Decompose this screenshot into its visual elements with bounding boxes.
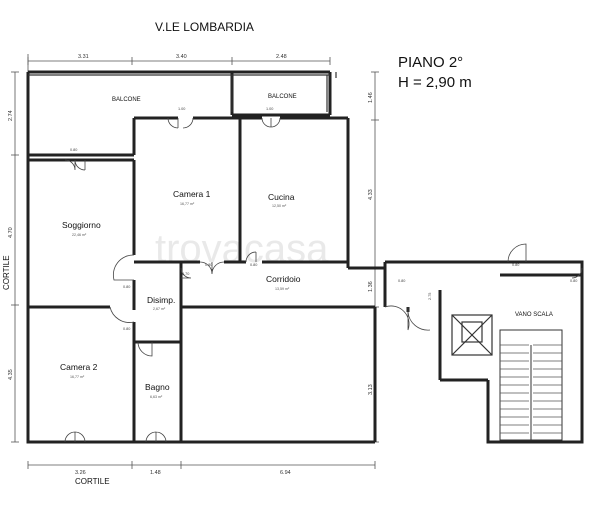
room-disimpegno-area: 2,67 m² [153,307,166,311]
opening-label-9: 0.80 [398,279,405,283]
dim-right-4: 3.13 [368,384,374,395]
room-corridoio-area: 13,59 m² [275,287,290,291]
dim-left-1: 2.74 [8,110,14,121]
room-balcone-left: BALCONE [112,97,141,103]
lift-shaft [451,314,493,356]
bottom-dimension-line: 3.26 1.48 6.94 [27,461,376,476]
dim-top-1: 3.31 [78,54,89,60]
room-camera-1: Camera 1 [173,189,211,199]
opening-label-8: 0.70 [182,272,189,276]
street-name: V.LE LOMBARDIA [155,20,254,34]
dim-bottom-2: 1.48 [150,470,161,476]
dim-right-3: 1.36 [368,281,374,292]
room-bagno-area: 6,63 m² [150,395,163,399]
dim-bottom-1: 3.26 [75,470,86,476]
dim-top-3: 2.48 [276,54,287,60]
room-corridoio: Corridoio [266,274,301,284]
opening-label-11: 0.80 [570,279,577,283]
room-camera-1-area: 16,77 m² [180,202,195,206]
opening-label-6: 0.80 [123,285,130,289]
walls [26,70,584,444]
floor-label: PIANO 2° [398,54,463,71]
doors [64,117,583,443]
dim-bottom-3: 6.94 [280,470,291,476]
room-soggiorno-area: 22,46 m² [72,233,87,237]
room-cucina-area: 12,50 m² [272,204,287,208]
dim-top-2: 3.40 [176,54,187,60]
opening-label-4: 0.80 [205,263,212,267]
room-bagno: Bagno [145,382,170,392]
left-dimension-line: 2.74 4.70 4.35 [8,71,19,443]
dim-left-3: 4.35 [8,369,14,380]
cortile-left: CORTILE [2,255,11,290]
room-balcone-right: BALCONE [268,94,297,100]
dim-right-2: 4.33 [368,189,374,200]
room-soggiorno: Soggiorno [62,220,101,230]
room-camera-2: Camera 2 [60,362,98,372]
top-dimension-line: 3.31 3.40 2.48 [27,54,331,75]
watermark: trovacasa [155,227,329,271]
opening-labels: 0.80 1.00 1.00 0.80 0.80 0.80 0.80 0.70 … [70,107,577,331]
dim-left-2: 4.70 [8,227,14,238]
opening-label-1: 0.80 [70,148,77,152]
opening-label-10: 0.80 [512,263,519,267]
room-disimpegno: Disimp. [147,295,175,305]
opening-label-2: 1.00 [178,107,185,111]
dim-right-1: 1.46 [368,92,374,103]
opening-label-7: 0.80 [123,327,130,331]
room-cucina: Cucina [268,192,295,202]
lift-dim: 2.75 [428,293,432,300]
stairs [499,329,563,441]
height-label: H = 2,90 m [398,74,472,91]
opening-label-5: 0.80 [250,263,257,267]
room-camera-2-area: 16,77 m² [70,375,85,379]
balcony-railings [28,72,337,112]
cortile-bottom: CORTILE [75,477,110,486]
room-labels: BALCONE BALCONE Camera 1 16,77 m² Cucina… [60,94,553,399]
opening-label-3: 1.00 [266,107,273,111]
room-vano-scala: VANO SCALA [515,312,553,318]
